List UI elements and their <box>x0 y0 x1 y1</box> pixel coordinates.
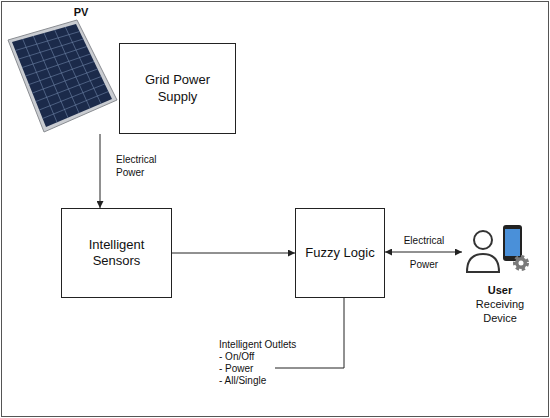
node-title: Intelligent Sensors <box>74 237 159 270</box>
node-title: PV <box>74 6 89 20</box>
phone-icon <box>503 225 527 269</box>
flow-arrow <box>385 252 462 253</box>
solar-panel <box>8 20 117 132</box>
flow-arrow <box>100 134 101 208</box>
node-title: User <box>488 284 512 298</box>
outlet-note: - Power <box>219 363 253 375</box>
user-device: UserReceiving Device <box>462 222 538 322</box>
process-box: Intelligent Sensors <box>61 208 172 298</box>
edge-label: Electrical Power <box>116 153 164 179</box>
process-box: Grid Power Supply <box>119 43 236 134</box>
edge-label: Electrical Power <box>399 229 449 277</box>
outlet-note: - On/Off <box>219 351 254 363</box>
process-box: Fuzzy Logic <box>295 208 385 298</box>
user-icon <box>467 231 499 272</box>
node-title: Grid Power Supply <box>135 72 220 105</box>
pv-module: PV <box>8 6 118 134</box>
outlet-note: Intelligent Outlets <box>219 339 296 351</box>
leader-line <box>275 298 344 368</box>
flow-arrow <box>172 253 295 254</box>
node-title: Fuzzy Logic <box>305 245 374 261</box>
node-subtitle: Receiving Device <box>470 298 530 326</box>
outlet-note: - All/Single <box>219 375 266 387</box>
